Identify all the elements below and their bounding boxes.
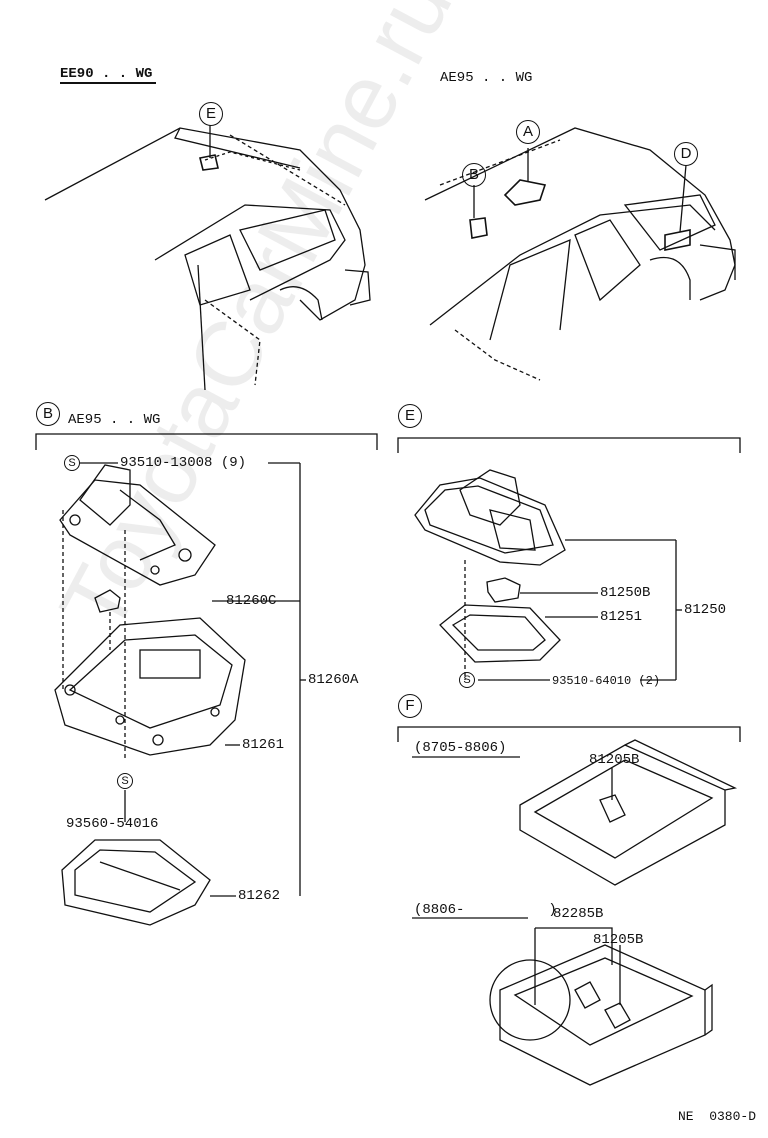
header-ee90: EE90 . . WG <box>60 66 157 84</box>
part-93510-64010: 93510-64010 (2) <box>552 674 661 688</box>
section-f-marker: F <box>398 694 422 718</box>
part-81205b-top: 81205B <box>589 752 640 768</box>
section-b-marker: B <box>36 402 60 426</box>
part-93510-13008: 93510-13008 (9) <box>120 455 247 471</box>
part-81251: 81251 <box>600 609 643 625</box>
section-e-drawing <box>397 437 741 681</box>
part-81260c: 81260C <box>226 593 277 609</box>
callout-d-car: D <box>674 142 698 166</box>
part-81261: 81261 <box>242 737 285 753</box>
section-f-drawing <box>397 726 741 1086</box>
part-93560-54016: 93560-54016 <box>66 816 159 832</box>
car-ee90-drawing <box>44 125 371 391</box>
part-81250: 81250 <box>684 602 727 618</box>
screw-symbol-e: S <box>459 672 475 688</box>
screw-symbol-b2: S <box>117 773 133 789</box>
callout-a-car: A <box>516 120 540 144</box>
drawing-code: NE 0380-D <box>677 1109 756 1124</box>
callout-b-car: B <box>462 163 486 187</box>
section-b-variant: AE95 . . WG <box>68 412 161 428</box>
part-81205b-bottom: 81205B <box>593 932 644 948</box>
part-81262: 81262 <box>238 888 281 904</box>
part-81250b: 81250B <box>600 585 651 601</box>
car-ae95-drawing <box>424 127 736 381</box>
section-e-marker: E <box>398 404 422 428</box>
callout-e-car: E <box>199 102 223 126</box>
header-ae95-top: AE95 . . WG <box>440 70 533 86</box>
range-8705-8806: (8705-8806) <box>414 740 507 756</box>
part-82285b: 82285B <box>553 906 604 922</box>
part-81260a: 81260A <box>308 672 359 688</box>
screw-symbol-b: S <box>64 455 80 471</box>
section-b-drawing <box>35 433 378 926</box>
range-8806: (8806- ) <box>414 902 557 918</box>
